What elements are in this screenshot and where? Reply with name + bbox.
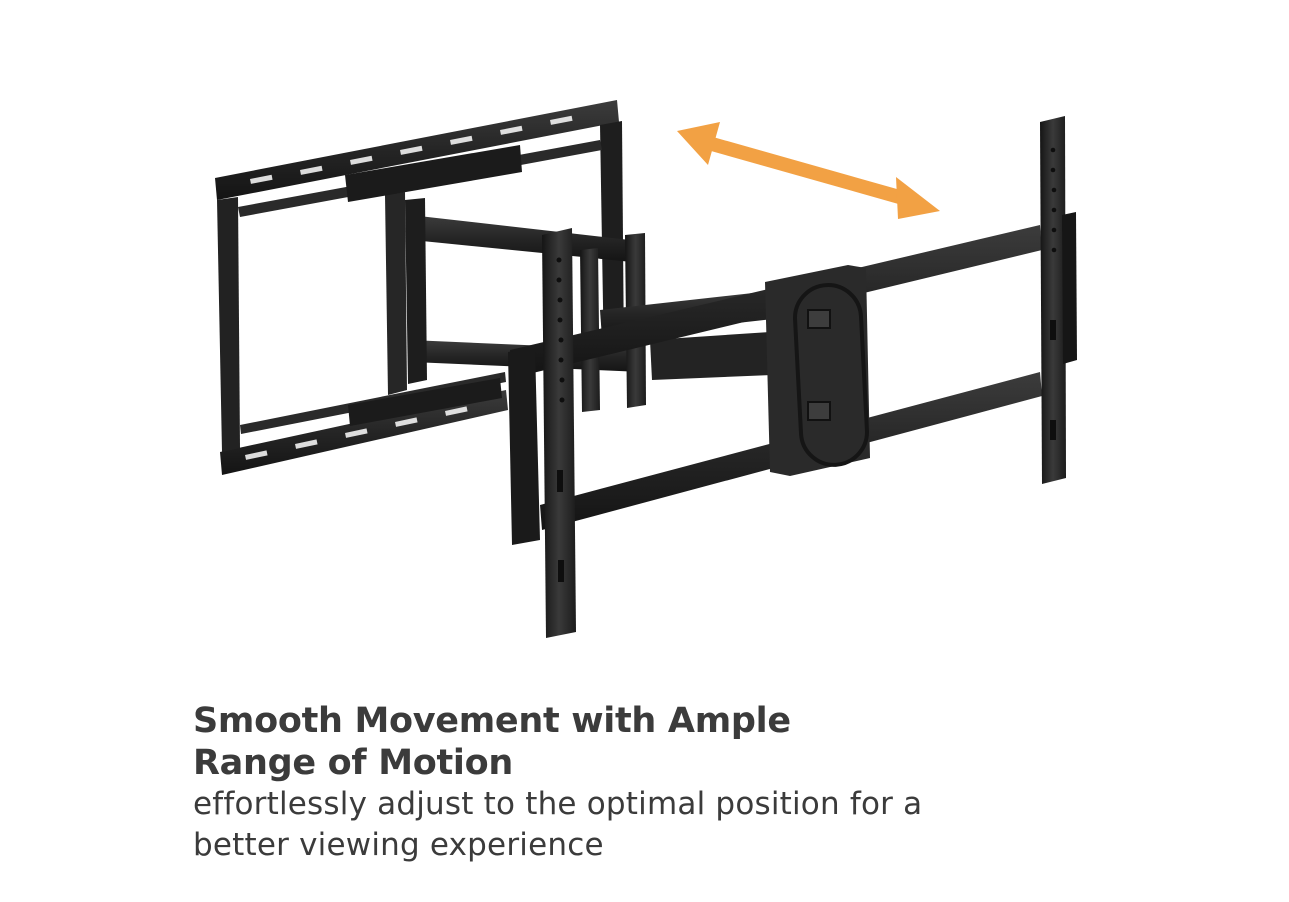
headline-line-1: Smooth Movement with Ample (193, 701, 791, 741)
subline: effortlessly adjust to the optimal posit… (193, 784, 1093, 866)
double-arrow-icon (677, 122, 940, 219)
caption-block: Smooth Movement with Ample Range of Moti… (193, 700, 1093, 866)
subline-line-2: better viewing experience (193, 827, 604, 863)
wall-plate (215, 100, 624, 475)
headline: Smooth Movement with Ample Range of Moti… (193, 700, 1093, 784)
center-tilt-plate (765, 265, 870, 476)
tv-bracket-right-upright (1040, 116, 1077, 484)
headline-line-2: Range of Motion (193, 743, 513, 783)
tv-wall-mount-illustration (215, 100, 1077, 638)
tv-bracket-left-upright (542, 228, 576, 638)
subline-line-1: effortlessly adjust to the optimal posit… (193, 786, 923, 822)
